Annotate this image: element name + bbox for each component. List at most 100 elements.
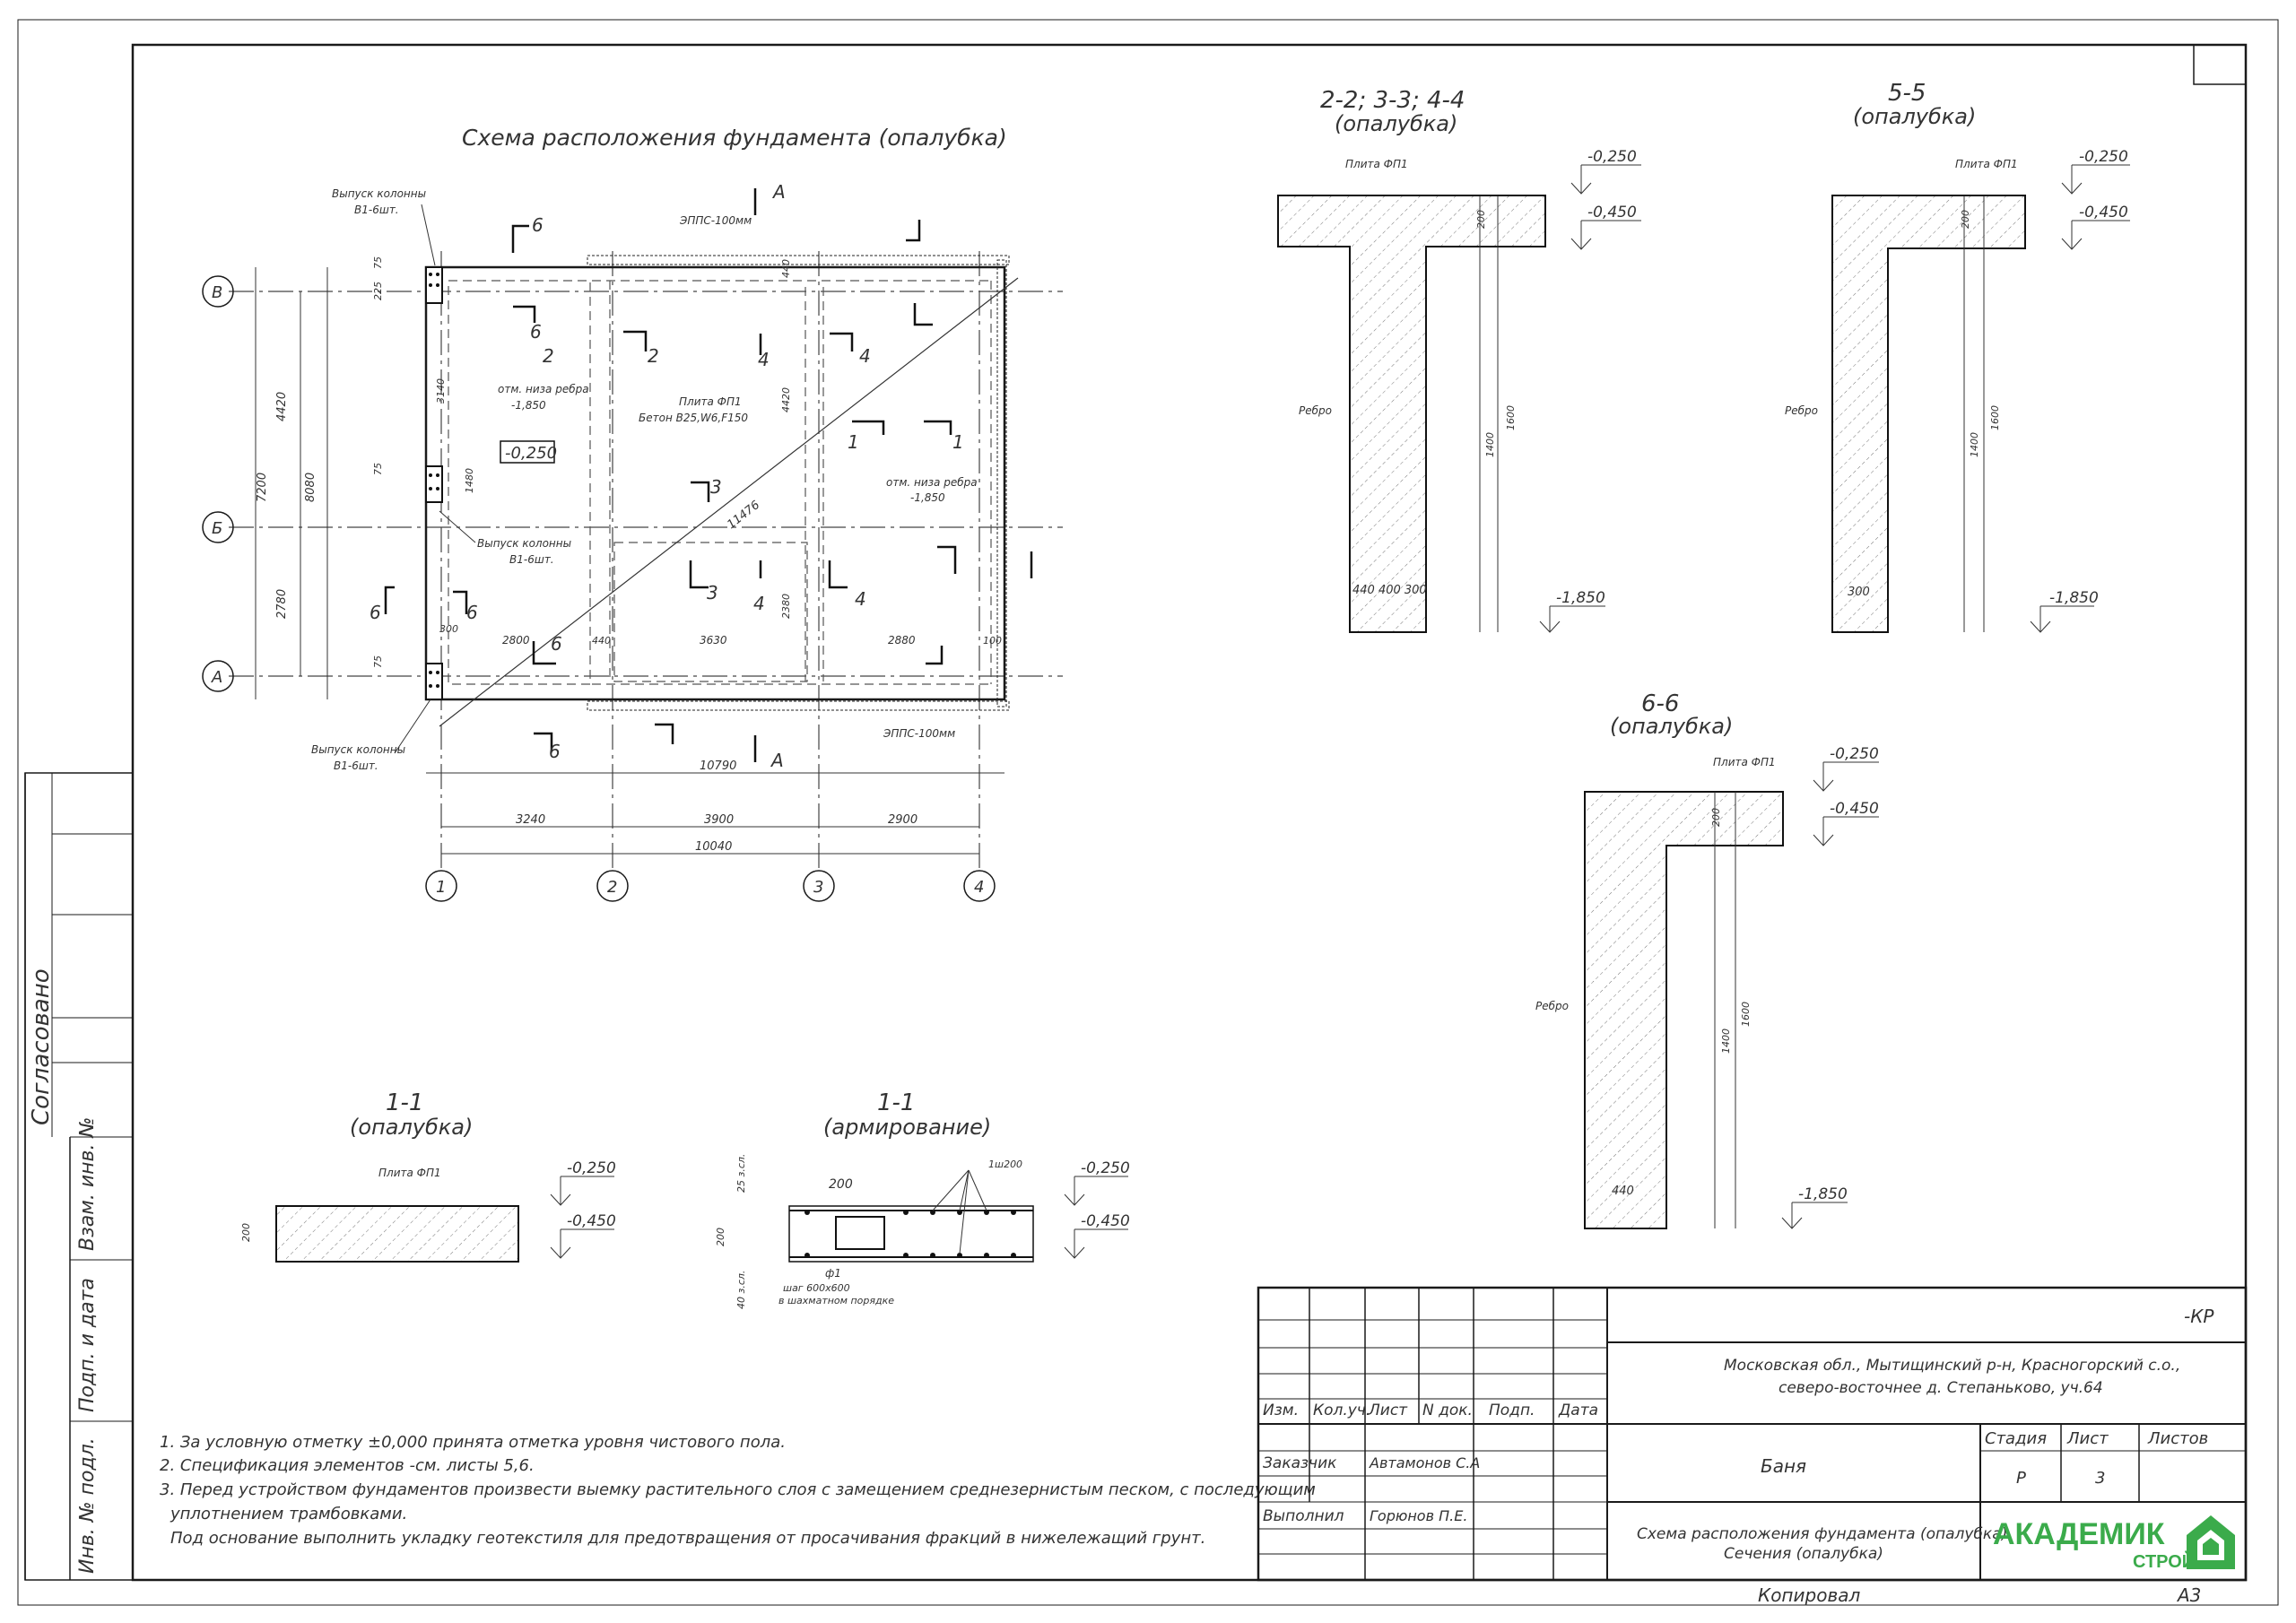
- cut-label-a-top: А: [771, 181, 786, 203]
- dim-3630: 3630: [700, 634, 727, 647]
- section-11-200: 200: [240, 1223, 252, 1242]
- dim-440-a: 440: [592, 635, 611, 647]
- section-55-lvl-top: -0,250: [2079, 148, 2128, 166]
- release-label-top: Выпуск колонны: [332, 187, 426, 200]
- dim-small-1: 75: [372, 256, 384, 269]
- section-55-subtitle: (опалубка): [1853, 104, 1976, 129]
- dim-2780: 2780: [275, 589, 289, 619]
- row-label-a: А: [211, 668, 222, 687]
- cut-label-5a: 6: [532, 214, 544, 236]
- section-234-lvl-bot: -1,850: [1556, 589, 1605, 607]
- section-11a-200: 200: [715, 1228, 726, 1246]
- section-11-slab: Плита ФП1: [378, 1167, 441, 1179]
- cut-label-5e: 6: [551, 633, 562, 655]
- section-66-lvl-top: -0,250: [1830, 745, 1879, 763]
- section-234-1400: 1400: [1484, 432, 1496, 457]
- rib-bottom-value-right: -1,850: [910, 491, 945, 504]
- rib-bottom-label-left: отм. низа ребра: [498, 383, 589, 395]
- tb-sheets-h: Листов: [2147, 1429, 2208, 1448]
- outer-trim-frame: [17, 19, 2279, 1606]
- inner-dims: 2800 3630 2880 440 100 300 2380 4420 440: [439, 259, 1002, 647]
- section-234-200: 200: [1475, 210, 1487, 229]
- section-11-lvl-top: -0,250: [567, 1159, 616, 1177]
- tb-stage: Р: [2016, 1469, 2026, 1488]
- section-66-slab: Плита ФП1: [1713, 756, 1776, 768]
- dim-2880: 2880: [888, 634, 916, 647]
- section-66-subtitle: (опалубка): [1610, 714, 1733, 739]
- tb-h-izm: Изм.: [1263, 1402, 1299, 1419]
- section-234-lvl-top: -0,250: [1587, 148, 1637, 166]
- col-label-3: 3: [813, 878, 823, 897]
- tb-drawing-title-2: Сечения (опалубка): [1724, 1545, 1883, 1563]
- tb-h-kolvo: Кол.уч.: [1313, 1402, 1370, 1419]
- section-11-title: 1-1: [386, 1089, 423, 1116]
- section-55-rib: Ребро: [1785, 404, 1818, 417]
- brand-logo: АКАДЕМИК СТРОЙ: [1993, 1515, 2235, 1572]
- agreed-label: Согласовано: [28, 968, 55, 1125]
- section-234: 2-2; 3-3; 4-4 (опалубка) Плита ФП1 Ребро…: [1277, 87, 1641, 633]
- cut-label-3b: 3: [707, 582, 718, 603]
- section-11a-phi: ф1: [825, 1267, 841, 1280]
- tb-performer-name: Горюнов П.Е.: [1370, 1507, 1467, 1524]
- section-11a-lvl-mid: -0,450: [1081, 1212, 1130, 1230]
- dim-span-1: 3240: [516, 813, 545, 827]
- section-cuts: [384, 188, 1033, 762]
- tb-object: Баня: [1761, 1455, 1806, 1477]
- tb-address-1: Московская обл., Мытищинский р-н, Красно…: [1724, 1357, 2180, 1375]
- section-234-title: 2-2; 3-3; 4-4: [1320, 87, 1465, 114]
- section-11a-lvl-top: -0,250: [1081, 1159, 1130, 1177]
- slab-level-box: [500, 440, 555, 464]
- section-11a-title: 1-1: [877, 1089, 915, 1116]
- left-stamp: Согласовано Взам. инв. № Подп. и дата Ин…: [24, 772, 134, 1581]
- section-66-title: 6-6: [1641, 690, 1679, 717]
- dim-300: 300: [439, 623, 458, 635]
- cut-label-2b: 2: [648, 345, 659, 367]
- tb-drawing-title-1: Схема расположения фундамента (опалубка)…: [1637, 1525, 2013, 1543]
- section-234-slab: Плита ФП1: [1345, 158, 1408, 170]
- plan-title: Схема расположения фундамента (опалубка): [462, 125, 1007, 151]
- section-11a-cover-bot: 40 з.сл.: [735, 1271, 747, 1309]
- epps-right: [996, 259, 1007, 707]
- dim-1480: 1480: [464, 468, 475, 493]
- cut-label-5b: 6: [530, 321, 542, 343]
- section-11a-mesh: 1ш200: [988, 1159, 1022, 1170]
- note-2: 2. Спецификация элементов -см. листы 5,6…: [160, 1456, 535, 1475]
- dim-4420b: 4420: [780, 387, 792, 412]
- cut-label-5c: 6: [370, 602, 381, 623]
- section-11-lvl-mid: -0,450: [567, 1212, 616, 1230]
- col-label-4: 4: [974, 878, 984, 897]
- release-label-bot: Выпуск колонны: [311, 743, 405, 756]
- general-notes: 1. За условную отметку ±0,000 принята от…: [160, 1433, 1316, 1548]
- dim-4420: 4420: [275, 392, 289, 421]
- cut-label-a-bot: А: [770, 750, 784, 771]
- section-cut-labels: 6 6 2 2 А А 4 4 1 1 3 3 4 4 6 6 6 6: [370, 181, 964, 771]
- plan-concrete-label: Бетон В25,W6,F150: [639, 412, 748, 424]
- dim-3140: 3140: [435, 378, 447, 404]
- section-11-subtitle: (опалубка): [350, 1115, 473, 1140]
- dim-small-3: 75: [372, 463, 384, 475]
- dim-span-2: 3900: [704, 813, 734, 827]
- section-234-base: 440 400 300: [1352, 584, 1427, 597]
- row-bubbles: В Б А: [202, 275, 234, 692]
- tb-h-podp: Подп.: [1489, 1402, 1535, 1419]
- dim-100: 100: [983, 635, 1002, 647]
- section-11a-order: в шахматном порядке: [778, 1295, 894, 1306]
- section-55-lvl-mid: -0,450: [2079, 204, 2128, 221]
- drawing-frame: [131, 43, 2248, 1582]
- release-count-top: В1-6шт.: [354, 204, 399, 216]
- foundation-plan: Схема расположения фундамента (опалубка)…: [202, 125, 1063, 902]
- cut-label-4c: 4: [753, 593, 765, 614]
- logo-text-top: АКАДЕМИК: [1993, 1517, 2165, 1551]
- tb-copied: Копировал: [1758, 1584, 1860, 1606]
- tb-code: -КР: [2184, 1306, 2214, 1327]
- column-releases: [425, 266, 443, 700]
- rib-bottom-value-left: -1,850: [511, 399, 546, 412]
- rib-bottom-label-right: отм. низа ребра: [886, 476, 978, 489]
- cut-label-1b: 1: [952, 431, 964, 453]
- tb-address-2: северо-восточнее д. Степаньково, уч.64: [1779, 1379, 2103, 1397]
- section-11: 1-1 (опалубка) Плита ФП1 200 -0,250 -0,4…: [240, 1089, 616, 1263]
- tb-h-data: Дата: [1558, 1402, 1598, 1419]
- section-55-1600: 1600: [1989, 405, 2001, 430]
- section-55-title: 5-5: [1888, 80, 1926, 107]
- dim-total: 10040: [695, 840, 732, 854]
